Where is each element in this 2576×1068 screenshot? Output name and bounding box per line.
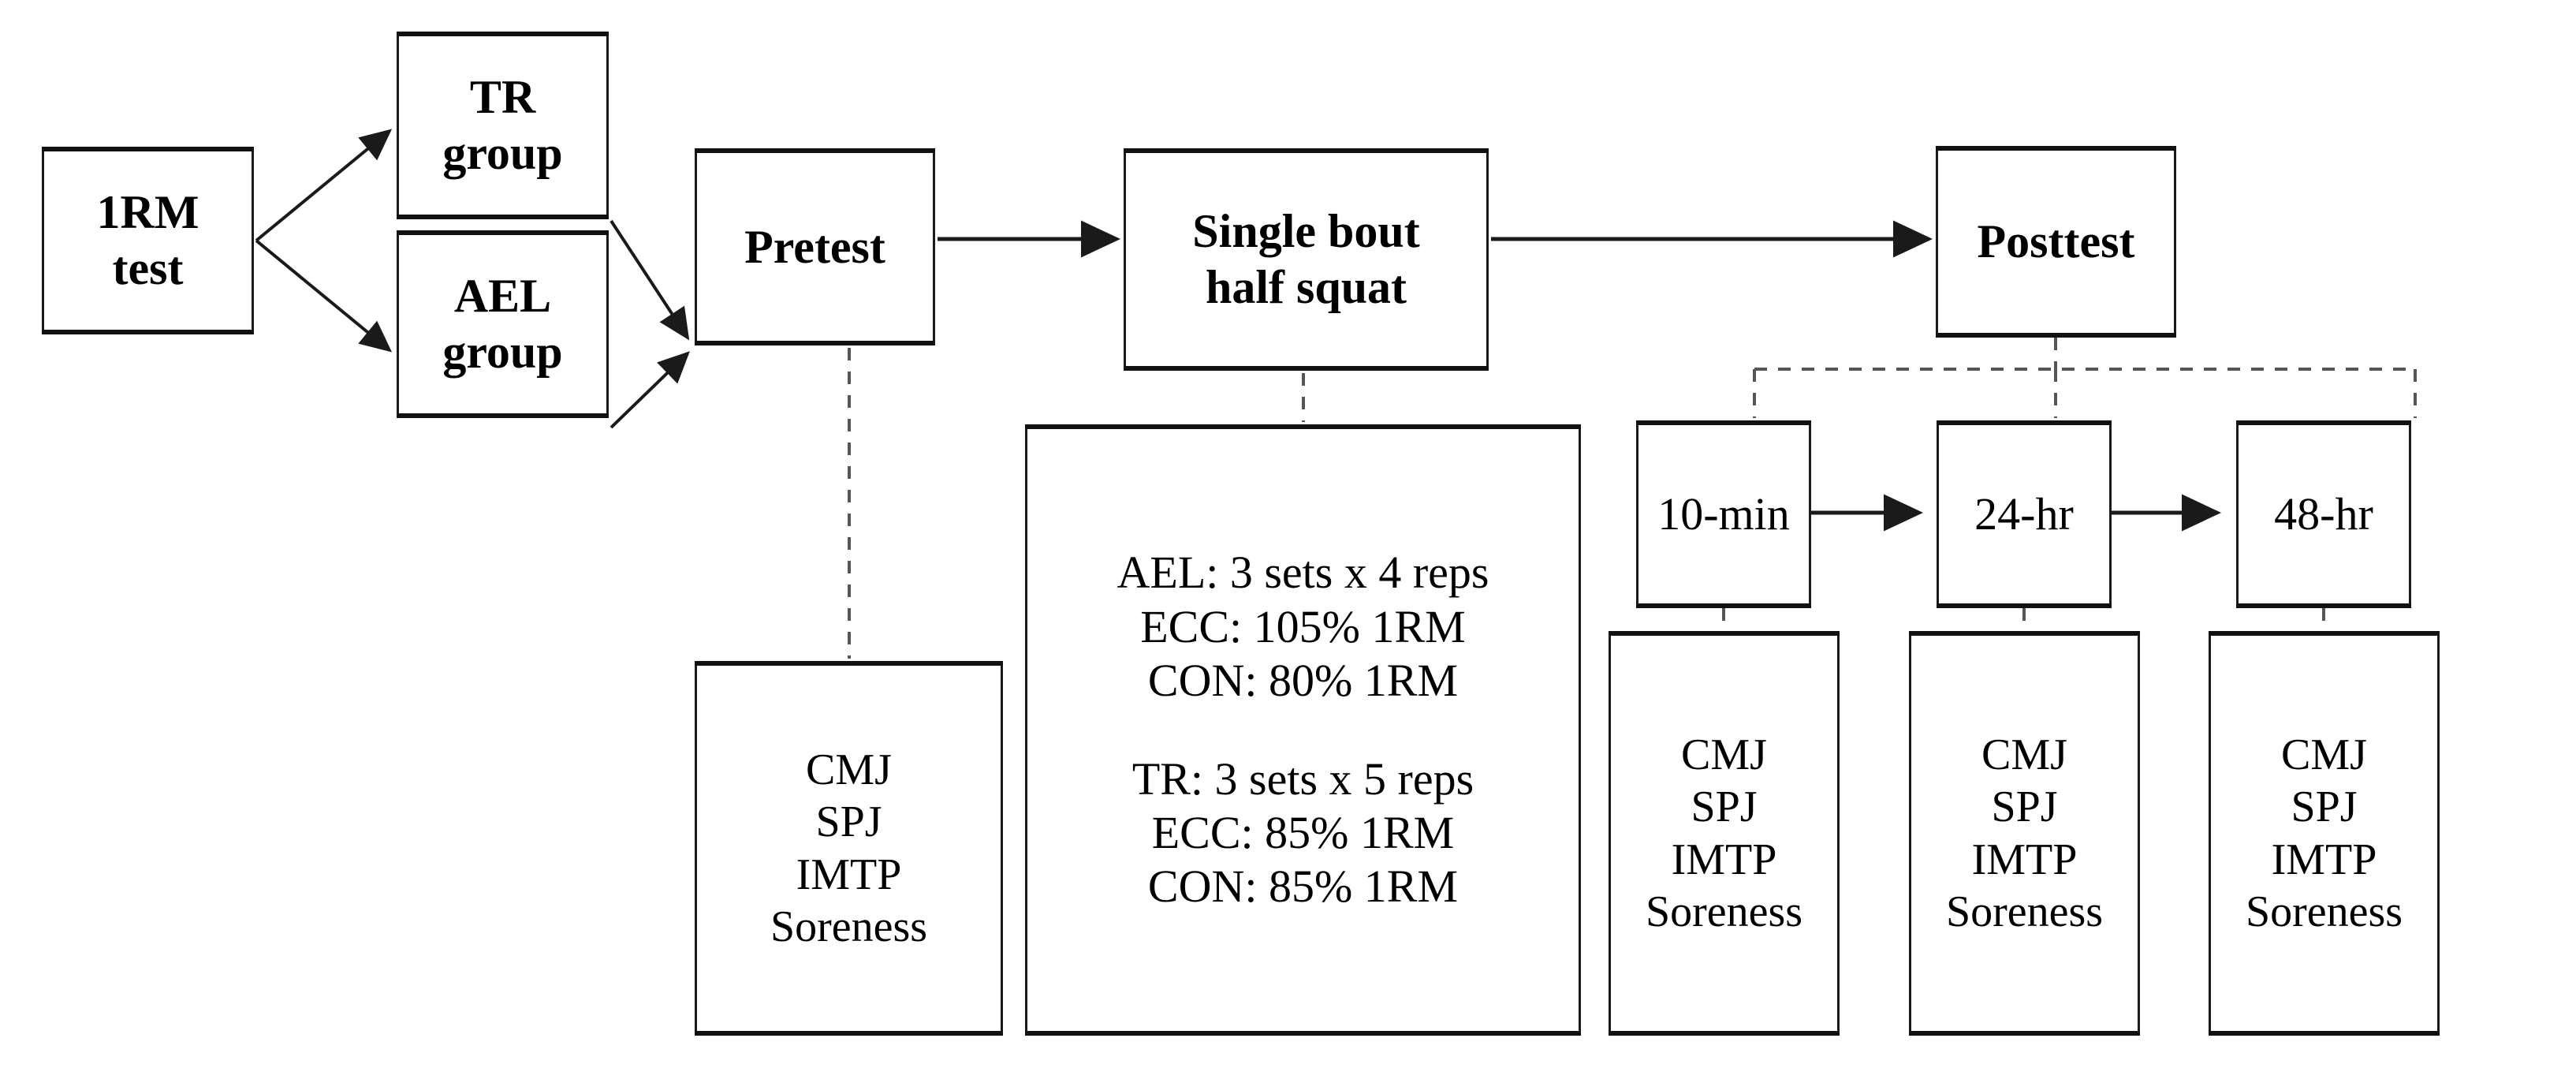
node-tr-group-line-1: TR xyxy=(469,71,536,124)
measure-item: SPJ xyxy=(1991,782,2058,832)
measure-item: Soreness xyxy=(1945,887,2104,936)
node-posttest: Posttest xyxy=(1936,146,2176,338)
node-24hr-measures: CMJ SPJ IMTP Soreness xyxy=(1909,631,2140,1036)
protocol-tr-line-1: TR: 3 sets x 5 reps xyxy=(1131,752,1474,805)
measure-item: CMJ xyxy=(806,745,892,795)
node-1rm-test-line-2: test xyxy=(112,242,184,294)
measure-item: IMTP xyxy=(1971,835,2078,884)
node-pretest-measures: CMJ SPJ IMTP Soreness xyxy=(695,661,1003,1036)
node-48hr-measures: CMJ SPJ IMTP Soreness xyxy=(2209,631,2440,1036)
measure-item: Soreness xyxy=(770,902,928,951)
node-timepoint-24hr: 24-hr xyxy=(1937,420,2112,608)
node-timepoint-48hr-label: 48-hr xyxy=(2274,487,2373,540)
node-pretest-label: Pretest xyxy=(744,220,885,273)
node-exercise-protocol: AEL: 3 sets x 4 reps ECC: 105% 1RM CON: … xyxy=(1025,424,1581,1036)
node-timepoint-48hr: 48-hr xyxy=(2236,420,2411,608)
protocol-tr-line-3: CON: 85% 1RM xyxy=(1147,861,1459,913)
node-timepoint-10min-label: 10-min xyxy=(1657,487,1790,540)
arrow-1rm-to-tr xyxy=(255,129,393,242)
dashed-posttest-bracket xyxy=(1753,338,2417,418)
measure-item: IMTP xyxy=(1671,835,1777,884)
arrow-ael-to-pretest xyxy=(610,351,690,429)
node-single-bout: Single bout half squat xyxy=(1124,148,1489,371)
arrow-1rm-to-ael xyxy=(255,239,393,353)
node-ael-group-line-2: group xyxy=(442,326,563,378)
protocol-tr-line-2: ECC: 85% 1RM xyxy=(1151,806,1455,858)
measure-item: SPJ xyxy=(1691,782,1758,832)
node-timepoint-24hr-label: 24-hr xyxy=(1974,487,2074,540)
measure-item: CMJ xyxy=(1981,730,2067,780)
measure-item: Soreness xyxy=(1645,887,1803,936)
node-posttest-label: Posttest xyxy=(1977,215,2135,268)
measure-item: CMJ xyxy=(2281,730,2367,780)
node-single-bout-line-2: half squat xyxy=(1205,261,1407,313)
node-ael-group: AEL group xyxy=(397,230,609,418)
node-timepoint-10min: 10-min xyxy=(1636,420,1811,608)
measure-item: IMTP xyxy=(2271,835,2377,884)
measure-item: SPJ xyxy=(815,797,882,847)
node-1rm-test: 1RM test xyxy=(42,147,254,334)
protocol-ael-line-3: CON: 80% 1RM xyxy=(1147,655,1459,707)
arrow-tr-to-pretest xyxy=(610,219,690,341)
node-tr-group: TR group xyxy=(397,32,609,219)
protocol-ael-line-1: AEL: 3 sets x 4 reps xyxy=(1117,547,1489,599)
measure-item: CMJ xyxy=(1681,730,1767,780)
measure-item: SPJ xyxy=(2291,782,2358,832)
node-tr-group-line-2: group xyxy=(442,127,563,179)
node-pretest: Pretest xyxy=(695,148,935,345)
measure-item: Soreness xyxy=(2245,887,2403,936)
node-ael-group-line-1: AEL xyxy=(453,270,552,323)
protocol-ael-line-2: ECC: 105% 1RM xyxy=(1140,600,1466,652)
node-1rm-test-line-1: 1RM xyxy=(96,186,199,239)
measure-item: IMTP xyxy=(796,850,902,899)
node-single-bout-line-1: Single bout xyxy=(1192,205,1420,258)
node-10min-measures: CMJ SPJ IMTP Soreness xyxy=(1609,631,1840,1036)
